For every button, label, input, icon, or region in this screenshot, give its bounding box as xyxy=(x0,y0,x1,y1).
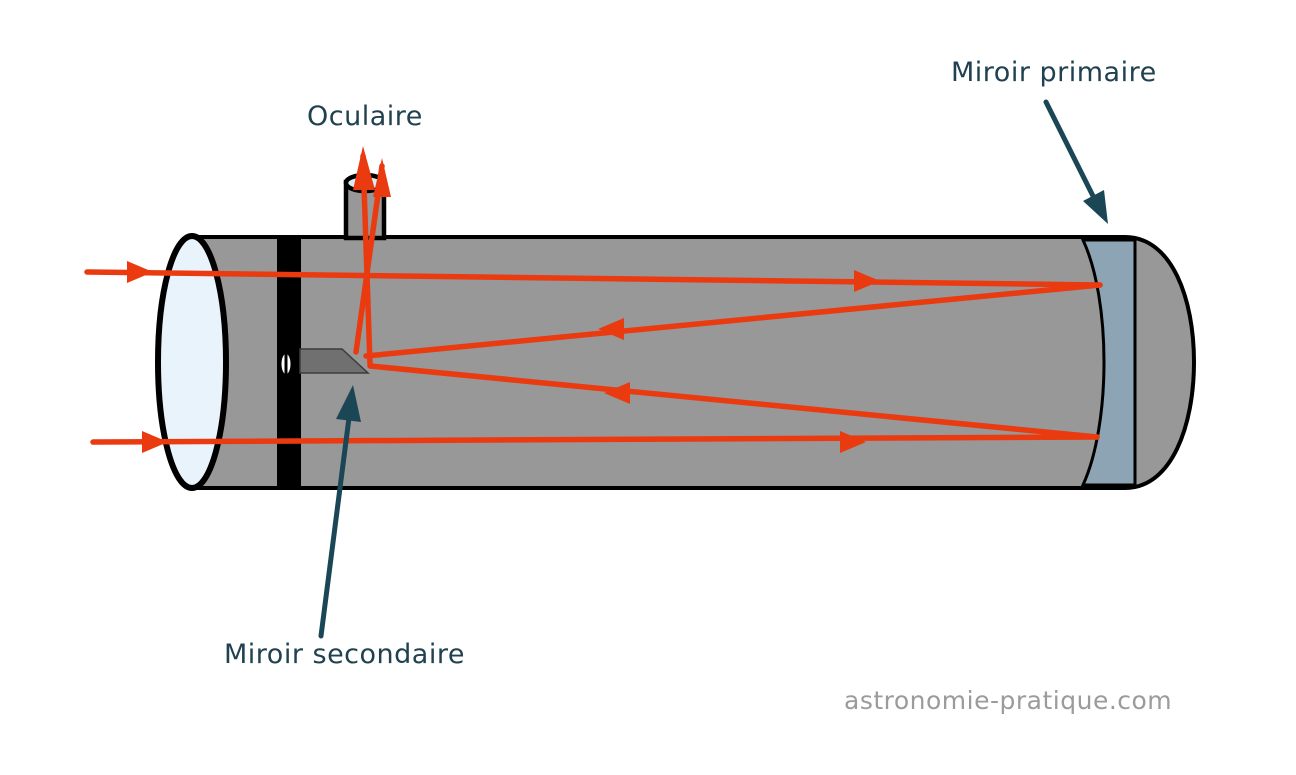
primary-mirror-pointer-head xyxy=(1083,190,1108,224)
secondary-mirror-pointer-head xyxy=(336,385,361,422)
arrowhead-incoming-top-mid xyxy=(854,270,880,292)
primary-mirror-pointer-line xyxy=(1043,99,1097,201)
secondary-mirror-label: Miroir secondaire xyxy=(224,639,465,670)
incoming-ray-bottom xyxy=(90,434,1100,445)
primary-mirror-label: Miroir primaire xyxy=(951,57,1157,88)
arrowhead-reflected-bottom xyxy=(604,382,630,404)
tube-opening xyxy=(155,233,229,491)
arrowhead-eyepiece-right xyxy=(373,158,391,197)
secondary-mirror-pointer-line xyxy=(318,407,353,639)
incoming-ray-top xyxy=(84,269,1103,288)
eyepiece-label: Oculaire xyxy=(307,101,423,132)
arrowhead-reflected-top xyxy=(598,318,624,340)
primary-mirror xyxy=(1080,238,1137,487)
secondary-mirror xyxy=(299,348,370,374)
arrowhead-incoming-bottom-mid xyxy=(840,431,866,453)
arrowhead-eyepiece-left xyxy=(353,146,375,190)
arrowhead-incoming-bottom-left xyxy=(142,431,168,453)
watermark: astronomie-pratique.com xyxy=(844,686,1173,715)
reflected-ray-top xyxy=(363,282,1103,359)
arrowhead-incoming-top-left xyxy=(127,261,153,283)
reflected-ray-bottom xyxy=(367,363,1100,440)
